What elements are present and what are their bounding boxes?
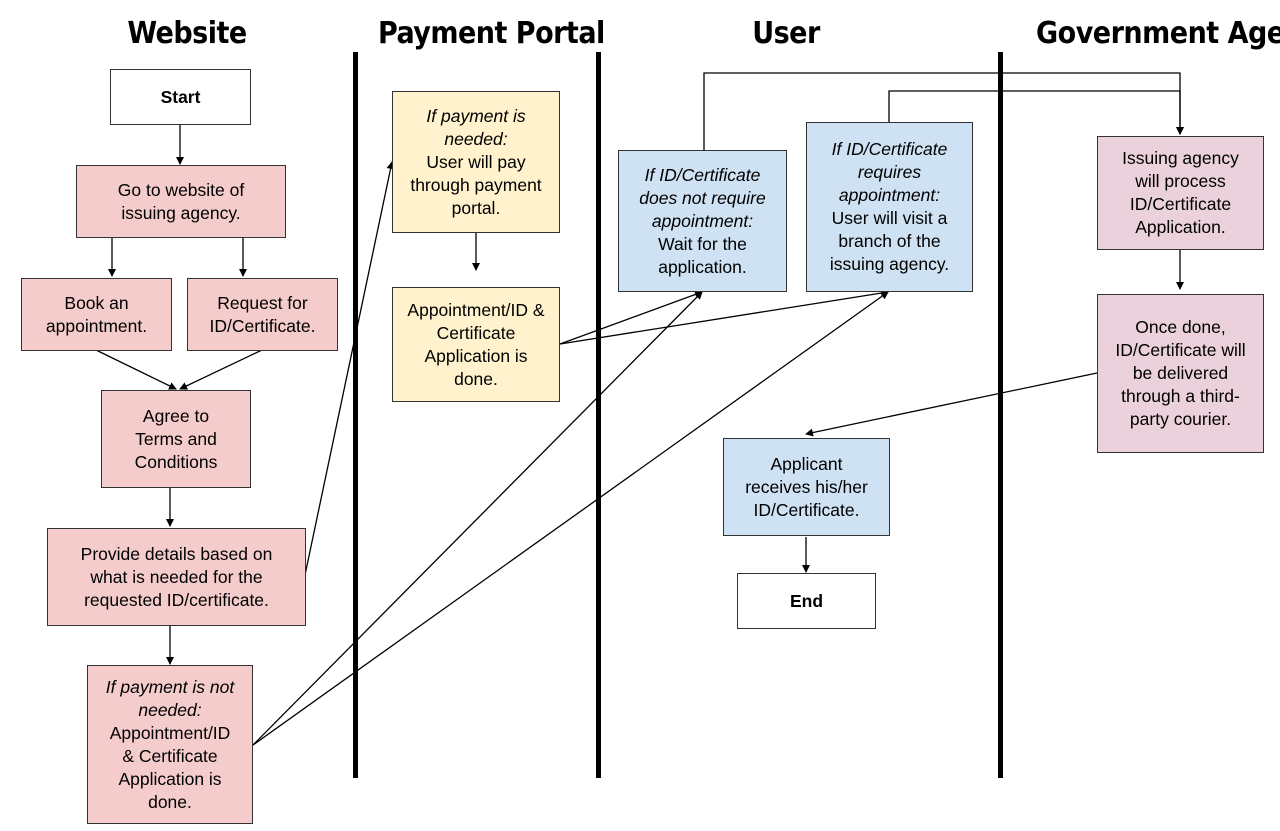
agency-process-node: Issuing agency will process ID/Certifica… [1097,136,1264,250]
payment-needed-condition: If payment is needed: [426,105,526,149]
lane-title-website: Website [127,16,247,51]
arrow-request-to-terms [179,349,263,390]
applicant-receives-node: Applicant receives his/her ID/Certificat… [723,438,890,536]
go-to-website-node: Go to website of issuing agency. [76,165,286,238]
payment-done-node: Appointment/ID & Certificate Application… [392,287,560,402]
end-node: End [737,573,876,629]
lane-divider-payment-user [596,52,601,778]
lane-title-government: Government Agency [1036,16,1280,51]
lane-title-user: User [752,16,820,51]
no-appointment-node: If ID/Certificate does not require appoi… [618,150,787,292]
no-appointment-condition: If ID/Certificate does not require appoi… [639,164,766,231]
payment-not-needed-condition: If payment is not needed: [105,676,235,720]
arrow-deliver-to-receive [805,372,1098,437]
request-id-node: Request for ID/Certificate. [187,278,338,351]
arrow-appt-to-process [888,90,1184,135]
lane-divider-user-government [998,52,1003,778]
arrow-details-to-payment [304,161,395,576]
arrow-not-needed-to-no-appt [252,291,703,746]
no-appointment-body: Wait for the application. [658,233,747,277]
requires-appointment-body: User will visit a branch of the issuing … [829,208,950,274]
agree-terms-node: Agree to Terms and Conditions [101,390,251,488]
lane-title-payment: Payment Portal [378,16,605,51]
requires-appointment-node: If ID/Certificate requires appointment: … [806,122,973,292]
arrow-not-needed-to-appt [252,291,889,746]
start-node: Start [110,69,251,125]
requires-appointment-condition: If ID/Certificate requires appointment: [831,139,948,205]
payment-not-needed-body: Appointment/ID & Certificate Application… [109,722,231,812]
payment-needed-body: User will pay through payment portal. [410,151,542,218]
book-appointment-node: Book an appointment. [21,278,172,351]
arrow-pay-done-to-appt [559,289,889,345]
payment-needed-node: If payment is needed: User will pay thro… [392,91,560,233]
delivery-node: Once done, ID/Certificate will be delive… [1097,294,1264,453]
payment-not-needed-node: If payment is not needed: Appointment/ID… [87,665,253,824]
provide-details-node: Provide details based on what is needed … [47,528,306,626]
lane-divider-website-payment [353,52,358,778]
arrow-pay-done-to-no-appt [559,290,703,345]
arrow-book-to-terms [95,349,177,390]
